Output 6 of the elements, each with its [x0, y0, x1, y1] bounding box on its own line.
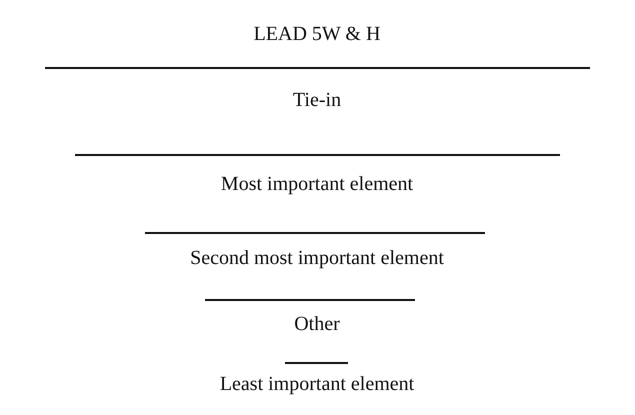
level-text: Most important element: [117, 172, 517, 196]
level-text: Second most important element: [117, 246, 517, 270]
level-text: Least important element: [217, 372, 417, 396]
heading-text: LEAD 5W & H: [117, 22, 517, 46]
level-text: Other: [217, 312, 417, 336]
level-text: Tie-in: [117, 88, 517, 112]
